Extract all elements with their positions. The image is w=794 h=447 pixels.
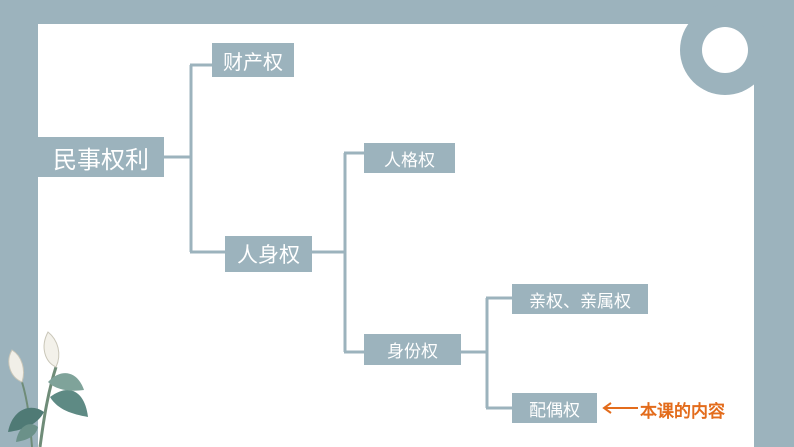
slide-content-area: [38, 24, 754, 447]
node-personal-rights: 人身权: [225, 236, 312, 272]
node-spouse-rights: 配偶权: [512, 393, 597, 423]
ring-decoration-icon: [680, 5, 770, 95]
node-identity-rights: 身份权: [364, 334, 461, 365]
node-kinship-rights: 亲权、亲属权: [512, 284, 648, 314]
node-personality-rights: 人格权: [364, 143, 455, 173]
node-civil-rights: 民事权利: [38, 137, 164, 177]
calla-lily-plant-icon: [8, 331, 88, 447]
annotation-this-lesson: 本课的内容: [640, 402, 725, 422]
left-arrow-icon: [602, 402, 638, 414]
node-property-rights: 财产权: [212, 43, 294, 77]
